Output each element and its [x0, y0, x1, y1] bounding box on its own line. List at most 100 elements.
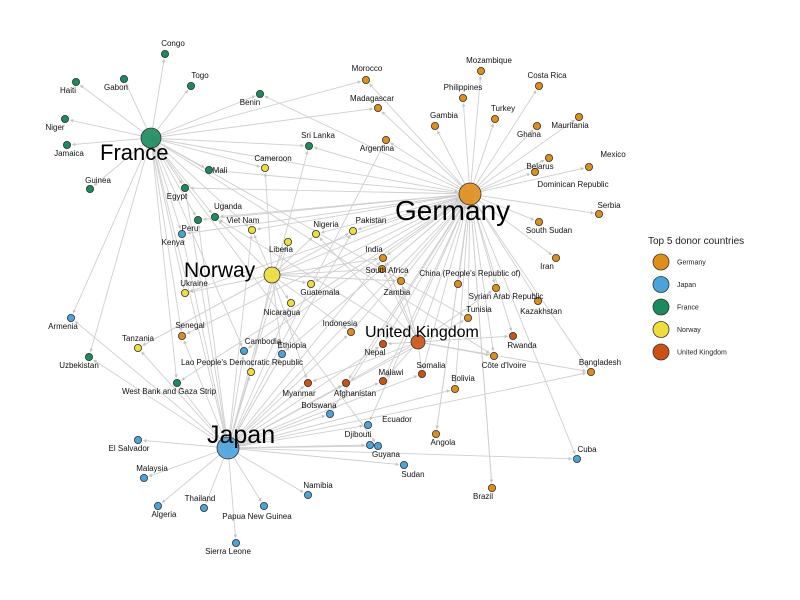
node-madagascar[interactable]	[373, 104, 382, 113]
label-south-sudan: South Sudan	[526, 226, 572, 235]
hub-united-kingdom[interactable]	[410, 334, 426, 350]
label-c-te-d-ivoire: Côte d'Ivoire	[482, 361, 527, 370]
legend-label-united-kingdom: United Kingdom	[677, 350, 727, 357]
node-mexico[interactable]	[585, 162, 594, 171]
node-niger[interactable]	[61, 115, 70, 124]
node-kazakhstan[interactable]	[534, 296, 543, 305]
node-mozambique[interactable]	[476, 67, 485, 76]
node-china-people-s-republic-of[interactable]	[453, 279, 462, 288]
node-brazil[interactable]	[487, 483, 496, 492]
node-guinea[interactable]	[86, 184, 95, 193]
node-mauritania[interactable]	[575, 113, 584, 122]
node-myanmar[interactable]	[303, 378, 312, 387]
node-bolivia[interactable]	[450, 384, 459, 393]
node-west-bank-and-gaza-strip[interactable]	[172, 378, 181, 387]
node-ethiopia[interactable]	[277, 349, 286, 358]
node-nepal[interactable]	[378, 339, 387, 348]
node-india[interactable]	[378, 253, 387, 262]
node-nigeria[interactable]	[311, 229, 320, 238]
node-algeria[interactable]	[153, 501, 162, 510]
edge-norway-myanmar	[271, 274, 308, 379]
node-iran[interactable]	[552, 253, 561, 262]
node-papua-new-guinea[interactable]	[259, 501, 268, 510]
node-afghanistan[interactable]	[341, 378, 350, 387]
node-armenia[interactable]	[67, 313, 76, 322]
node-gabon[interactable]	[120, 75, 129, 84]
node-mali[interactable]	[204, 165, 213, 174]
node-belarus[interactable]	[545, 153, 554, 162]
node-south-sudan[interactable]	[535, 217, 544, 226]
node-cambodia[interactable]	[239, 346, 248, 355]
node-sierra-leone[interactable]	[231, 539, 240, 548]
node-malawi[interactable]	[378, 376, 387, 385]
node-south-africa[interactable]	[377, 264, 386, 273]
node-ukraine[interactable]	[180, 288, 189, 297]
hub-japan[interactable]	[216, 436, 240, 460]
node-kenya[interactable]	[177, 229, 186, 238]
node-thailand[interactable]	[199, 503, 208, 512]
node-senegal[interactable]	[177, 331, 186, 340]
node-morocco[interactable]	[361, 76, 370, 85]
hub-germany[interactable]	[458, 182, 482, 206]
node-cuba[interactable]	[573, 454, 582, 463]
node-somalia[interactable]	[417, 369, 426, 378]
edge-germany-malawi	[384, 193, 471, 377]
node-peru[interactable]	[193, 215, 202, 224]
node-zambia[interactable]	[396, 276, 405, 285]
node-cameroon[interactable]	[260, 163, 269, 172]
node-rwanda[interactable]	[508, 331, 517, 340]
node-haiti[interactable]	[72, 78, 81, 87]
node-bangladesh[interactable]	[587, 367, 596, 376]
node-serbia[interactable]	[595, 209, 604, 218]
edge-france-armenia	[72, 137, 152, 314]
node-syrian-arab-republic[interactable]	[491, 283, 500, 292]
edge-france-c-te-d-ivoire	[150, 137, 490, 354]
node-malaysia[interactable]	[139, 473, 148, 482]
node-viet-nam[interactable]	[247, 225, 256, 234]
label-ecuador: Ecuador	[382, 415, 412, 424]
label-liberia: Liberia	[269, 245, 294, 254]
node-egypt[interactable]	[180, 183, 189, 192]
node-congo[interactable]	[160, 50, 169, 59]
hub-france[interactable]	[140, 127, 162, 149]
node-tanzania[interactable]	[133, 343, 142, 352]
edge-france-jamaica	[71, 137, 152, 147]
edge-germany-kenya	[186, 193, 471, 235]
node-guyana[interactable]	[365, 440, 374, 449]
node-guatemala[interactable]	[306, 279, 315, 288]
node-dominican-republic[interactable]	[531, 167, 540, 176]
node-namibia[interactable]	[303, 490, 312, 499]
node-jamaica[interactable]	[63, 140, 72, 149]
node-sri-lanka[interactable]	[304, 141, 313, 150]
node-gambia[interactable]	[430, 122, 439, 131]
edge-japan-peru	[197, 224, 229, 449]
node-angola[interactable]	[431, 429, 440, 438]
node-benin[interactable]	[255, 90, 264, 99]
node-argentina[interactable]	[381, 135, 390, 144]
node-costa-rica[interactable]	[535, 82, 544, 91]
edge-germany-nepal	[385, 193, 471, 340]
hub-norway[interactable]	[263, 266, 281, 284]
node-djibouti[interactable]	[373, 441, 382, 450]
node-philippines[interactable]	[458, 94, 467, 103]
node-pakistan[interactable]	[348, 226, 357, 235]
node-c-te-d-ivoire[interactable]	[489, 351, 498, 360]
node-botswana[interactable]	[325, 409, 334, 418]
node-uzbekistan[interactable]	[85, 352, 94, 361]
node-tunisia[interactable]	[463, 313, 472, 322]
node-indonesia[interactable]	[346, 327, 355, 336]
node-lao-people-s-democratic-republic[interactable]	[246, 367, 255, 376]
node-nicaragua[interactable]	[286, 298, 295, 307]
node-ghana[interactable]	[533, 122, 542, 131]
node-ecuador[interactable]	[363, 420, 372, 429]
node-togo[interactable]	[186, 82, 195, 91]
label-west-bank-and-gaza-strip: West Bank and Gaza Strip	[122, 387, 217, 396]
node-el-salvador[interactable]	[133, 435, 142, 444]
node-sudan[interactable]	[399, 460, 408, 469]
node-liberia[interactable]	[283, 237, 292, 246]
label-sri-lanka: Sri Lanka	[301, 131, 335, 140]
node-uganda[interactable]	[210, 212, 219, 221]
node-turkey[interactable]	[490, 115, 499, 124]
label-haiti: Haiti	[60, 86, 76, 95]
